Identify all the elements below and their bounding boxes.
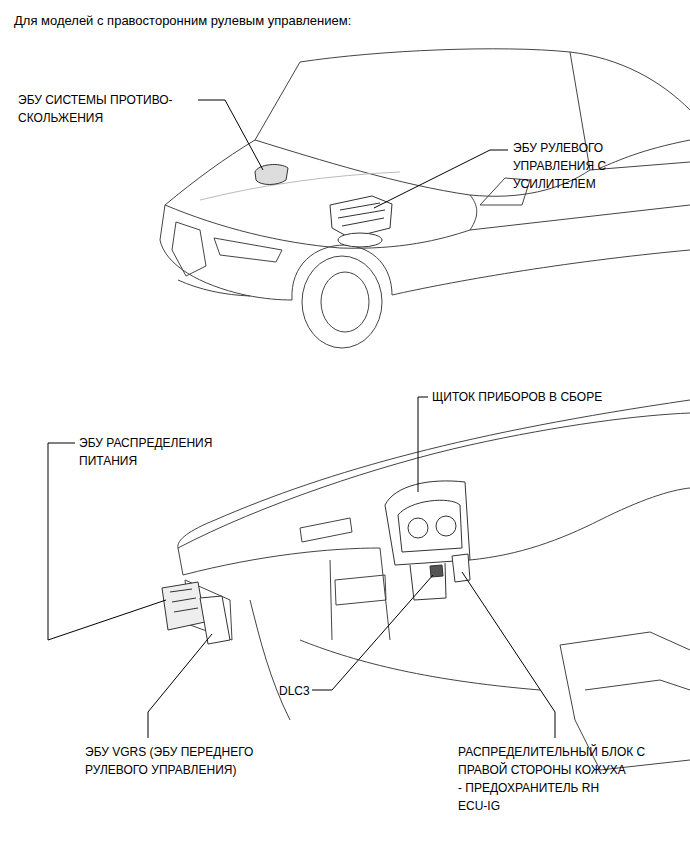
part-label: РАСПРЕДЕЛИТЕЛЬНЫЙ БЛОК С ПРАВОЙ СТОРОНЫ … [458,743,683,779]
car-body [160,49,690,348]
heading: Для моделей с правосторонним рулевым упр… [14,11,354,31]
part-label: ЭБУ VGRS (ЭБУ ПЕРЕДНЕГО РУЛЕВОГО УПРАВЛЕ… [85,743,290,779]
dashboard [178,400,690,770]
part-label: - ПРЕДОХРАНИТЕЛЬ RH ECU-IG [458,779,603,815]
part-label: DLC3 [279,682,319,700]
leader-lines [48,100,555,738]
dash-parts [162,481,470,644]
part-label: ЭБУ РАСПРЕДЕЛЕНИЯ ПИТАНИЯ [79,434,244,470]
part-label: ЭБУ СИСТЕМЫ ПРОТИВО- СКОЛЬЖЕНИЯ [18,91,208,127]
ecu-parts [255,165,392,247]
part-label: ЩИТОК ПРИБОРОВ В СБОРЕ [432,388,662,406]
part-label: ЭБУ РУЛЕВОГО УПРАВЛЕНИЯ С УСИЛИТЕЛЕМ [513,139,643,193]
